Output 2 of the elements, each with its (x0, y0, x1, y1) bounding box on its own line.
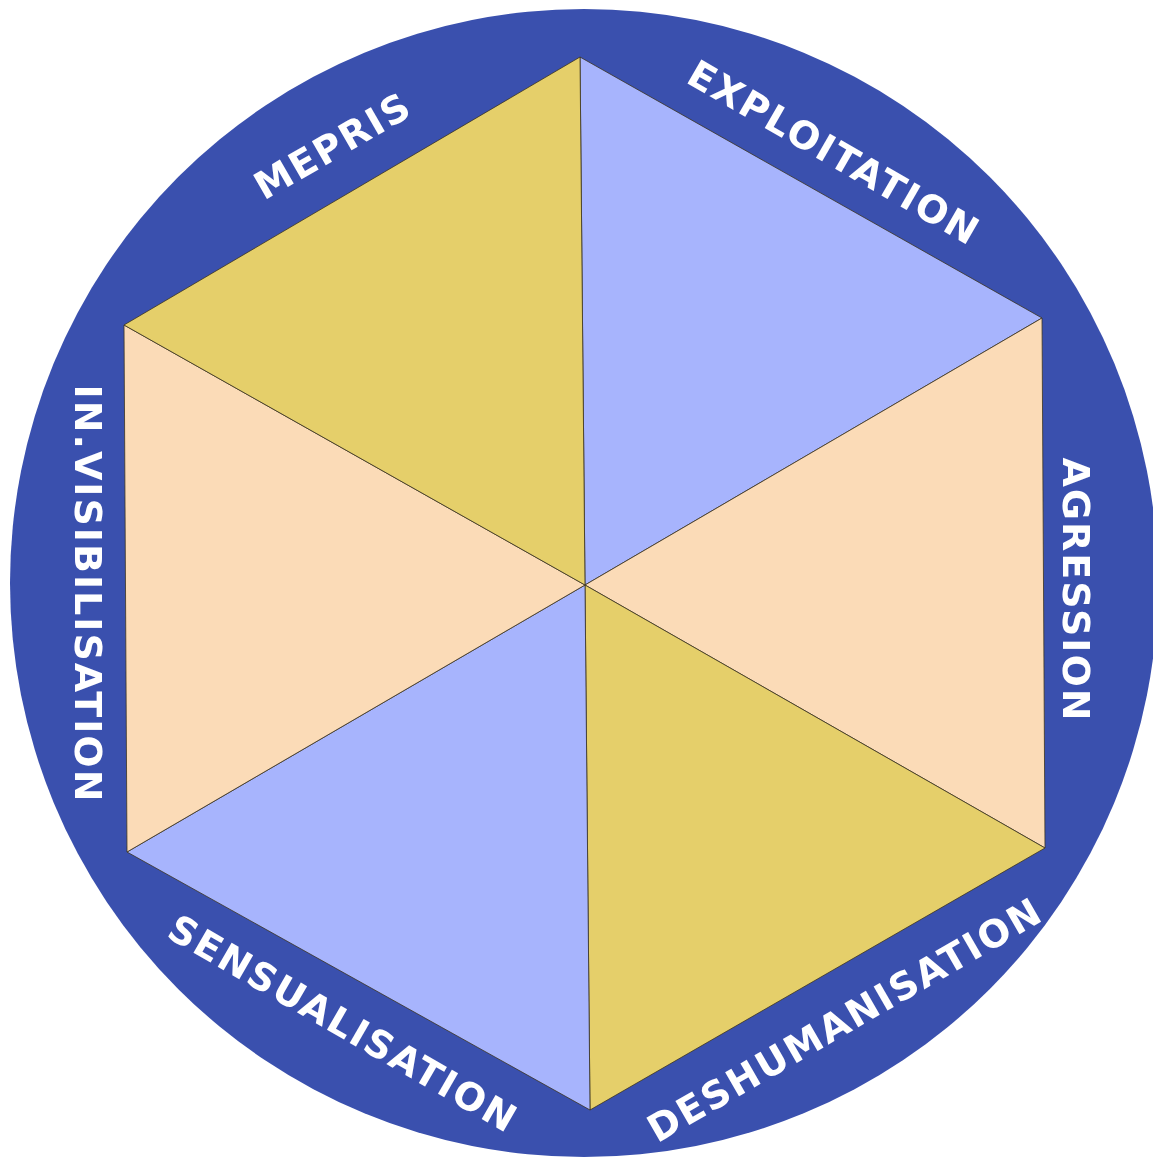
segment-label: IN.VISIBILISATION (69, 384, 107, 804)
segment-label: AGRESSION (1057, 457, 1095, 723)
